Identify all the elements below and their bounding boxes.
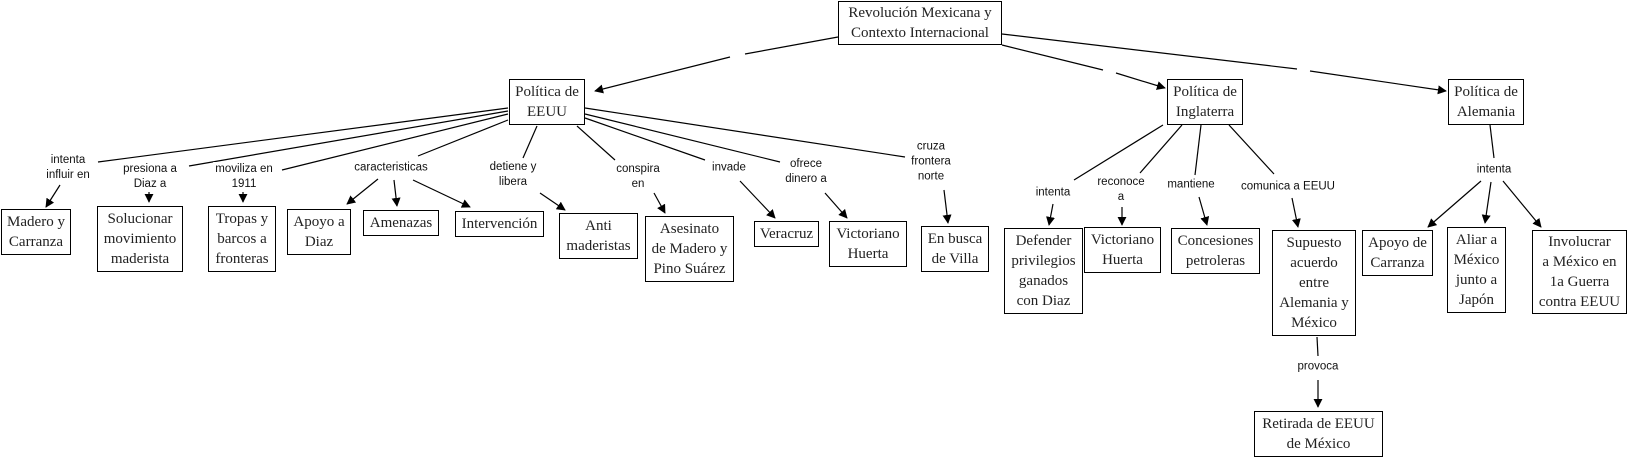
link-ing-mantiene (1194, 124, 1202, 176)
label-ofrece: ofrece dinero a (783, 157, 829, 187)
node-supuesto[interactable]: Supuesto acuerdo entre Alemania y México (1272, 230, 1356, 336)
node-politica-inglaterra[interactable]: Política de Inglaterra (1167, 79, 1243, 125)
label-moviliza: moviliza en 1911 (213, 162, 275, 192)
link-eeuu-cruza (584, 107, 906, 158)
label-intenta-influir: intenta influir en (44, 153, 92, 183)
link-intenta-aliar (1481, 181, 1492, 224)
link-eeuu-ofrece (584, 113, 781, 163)
link-ofrece-huerta (824, 192, 848, 219)
link-root-alemania-b (1309, 70, 1447, 95)
node-aliar[interactable]: Aliar a México junto a Japón (1447, 227, 1506, 313)
node-huerta-ing[interactable]: Victoriano Huerta (1084, 227, 1161, 273)
node-madero-carranza[interactable]: Madero y Carranza (1, 209, 71, 255)
link-eeuu-detiene (522, 125, 538, 159)
node-politica-eeuu[interactable]: Política de EEUU (509, 79, 585, 125)
node-apoyo-carranza[interactable]: Apoyo de Carranza (1362, 230, 1433, 276)
label-comunica: comunica a EEUU (1239, 179, 1337, 195)
label-detiene: detiene y libera (487, 160, 539, 190)
label-intenta-ing: intenta (1033, 185, 1073, 201)
link-ing-reconoce (1139, 124, 1183, 174)
link-conspira-asesinato (653, 192, 666, 214)
node-retirada[interactable]: Retirada de EEUU de México (1254, 411, 1383, 457)
link-root-eeuu-a (744, 36, 839, 55)
link-intenta-madero (45, 184, 61, 208)
link-root-inglaterra-a (1001, 44, 1104, 71)
link-root-inglaterra-b (1115, 72, 1166, 90)
node-politica-alemania[interactable]: Política de Alemania (1448, 79, 1524, 125)
link-eeuu-intenta (97, 107, 509, 163)
link-eeuu-invade (584, 117, 706, 161)
label-invade: invade (710, 160, 748, 176)
node-involucrar[interactable]: Involucrar a México en 1a Guerra contra … (1532, 230, 1627, 314)
link-eeuu-moviliza (281, 113, 509, 171)
node-apoyo-diaz[interactable]: Apoyo a Diaz (287, 209, 351, 255)
node-root[interactable]: Revolución Mexicana y Contexto Internaci… (838, 1, 1002, 45)
node-huerta-eeuu[interactable]: Victoriano Huerta (829, 221, 907, 267)
link-detiene-anti (539, 192, 566, 211)
node-intervencion[interactable]: Intervención (455, 211, 544, 237)
node-concesiones[interactable]: Concesiones petroleras (1171, 228, 1260, 274)
link-supuesto-provoca (1316, 336, 1319, 357)
link-ing-intenta (1073, 124, 1164, 181)
label-conspira: conspira en (614, 162, 662, 192)
node-amenazas[interactable]: Amenazas (363, 210, 439, 236)
link-mantiene-concesiones (1198, 196, 1210, 226)
link-ing-comunica (1228, 124, 1275, 175)
label-intenta-ale: intenta (1474, 162, 1514, 178)
link-invade-veracruz (739, 180, 776, 219)
node-villa[interactable]: En busca de Villa (921, 226, 989, 272)
node-defender[interactable]: Defender privilegios ganados con Diaz (1004, 228, 1083, 314)
link-eeuu-caracteristicas (417, 119, 509, 157)
link-root-eeuu-b (594, 56, 731, 94)
node-asesinato[interactable]: Asesinato de Madero y Pino Suárez (645, 216, 734, 282)
link-car-intervencion (412, 179, 471, 208)
link-intenta-defender (1046, 203, 1055, 226)
link-eeuu-presiona (188, 110, 509, 167)
label-presiona: presiona a Diaz a (121, 162, 179, 192)
link-intenta-involucrar (1502, 180, 1542, 228)
link-cruza-villa (942, 189, 952, 224)
link-intenta-apoyo (1427, 180, 1482, 228)
link-eeuu-conspira (576, 125, 616, 161)
node-anti-maderistas[interactable]: Anti maderistas (559, 213, 638, 259)
label-cruza: cruza frontera norte (909, 139, 953, 185)
link-root-alemania-a (1001, 33, 1298, 70)
link-comunica-supuesto (1291, 197, 1301, 228)
label-mantiene: mantiene (1165, 177, 1217, 193)
link-ale-intenta (1489, 124, 1495, 159)
link-car-amenazas (391, 179, 401, 207)
node-veracruz[interactable]: Veracruz (754, 221, 819, 247)
label-reconoce: reconoce a (1095, 175, 1147, 205)
link-car-apoyo (346, 178, 379, 205)
node-tropas[interactable]: Tropas y barcos a fronteras (208, 206, 276, 272)
label-caracteristicas: caracteristicas (352, 160, 430, 176)
label-provoca: provoca (1295, 359, 1341, 375)
node-solucionar[interactable]: Solucionar movimiento maderista (97, 206, 183, 272)
